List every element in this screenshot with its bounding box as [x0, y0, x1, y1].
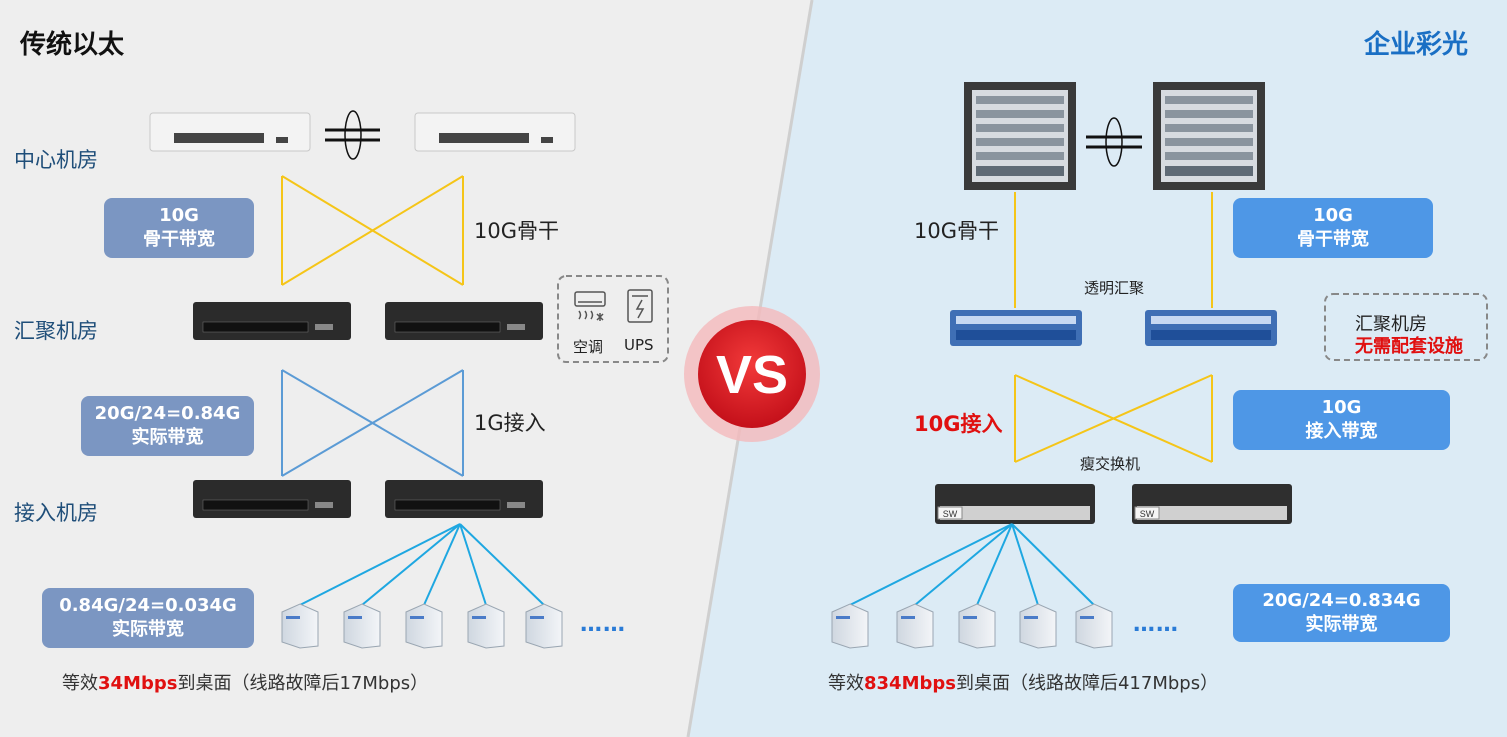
right-thin-switch-2: [1132, 484, 1292, 524]
left-room-access: 接入机房: [14, 501, 98, 525]
right-server-2: [896, 603, 934, 649]
right-footer-suffix: 到桌面（线路故障后417Mbps）: [955, 673, 1219, 694]
right-backbone-badge-line2: 骨干带宽: [1297, 229, 1369, 250]
left-server-4: [467, 603, 505, 649]
left-aggregation-switch-1: [193, 302, 351, 340]
left-ellipsis: ……: [580, 612, 626, 637]
left-backbone-badge-line1: 10G: [159, 205, 199, 226]
left-panel-background: [0, 0, 812, 737]
right-footer-highlight: 834Mbps: [864, 673, 956, 694]
right-core-chassis-2: [1153, 82, 1265, 190]
right-panel-background: [688, 0, 1507, 737]
right-desktop-badge-line2: 实际带宽: [1305, 614, 1378, 635]
left-server-5: [525, 603, 563, 649]
right-server-1: [831, 603, 869, 649]
left-desktop-badge-line1: 0.84G/24=0.034G: [59, 595, 237, 616]
left-room-aggregation: 汇聚机房: [14, 319, 98, 343]
right-access-badge-line1: 10G: [1321, 397, 1362, 418]
right-backbone-badge-line1: 10G: [1313, 205, 1353, 226]
right-ellipsis: ……: [1133, 612, 1179, 637]
right-backbone-label: 10G骨干: [914, 219, 999, 243]
left-desktop-badge: 0.84G/24=0.034G 实际带宽: [42, 588, 254, 648]
right-access-badge-line2: 接入带宽: [1305, 421, 1378, 442]
air-conditioner-icon: [574, 291, 606, 321]
left-access-switch-1: [193, 480, 351, 518]
right-title: 企业彩光: [1364, 30, 1469, 60]
left-core-switch-2: [414, 112, 576, 152]
left-access-switch-2: [385, 480, 543, 518]
left-server-2: [343, 603, 381, 649]
right-switch-tag-1: SW: [943, 509, 958, 519]
right-access-lines: [1014, 374, 1213, 463]
left-stack-link-icon: [325, 110, 380, 160]
right-stack-link-icon: [1086, 117, 1142, 167]
right-access-label: 10G接入: [914, 412, 1003, 436]
left-title: 传统以太: [20, 30, 125, 60]
ups-icon: [627, 289, 653, 323]
right-access-badge: 10G 接入带宽: [1233, 390, 1450, 450]
vs-circle: [698, 320, 806, 428]
right-thin-switch-label: 瘦交换机: [1080, 455, 1141, 473]
left-core-switch-1: [149, 112, 311, 152]
left-backbone-badge: 10G 骨干带宽: [104, 198, 254, 258]
right-footer-prefix: 等效: [828, 673, 864, 694]
right-backbone-badge: 10G 骨干带宽: [1233, 198, 1433, 258]
right-drop-lines: [849, 523, 1095, 606]
left-drop-lines: [299, 523, 545, 606]
right-thin-switch-1: [935, 484, 1095, 524]
right-backbone-lines: [1014, 192, 1213, 308]
left-backbone-badge-line2: 骨干带宽: [143, 229, 215, 250]
left-server-3: [405, 603, 443, 649]
left-access-lines: [281, 369, 464, 477]
right-transparent-label: 透明汇聚: [1084, 279, 1145, 297]
left-backbone-lines: [281, 175, 464, 286]
right-footer: 等效834Mbps到桌面（线路故障后417Mbps）: [828, 669, 1218, 695]
left-room-center: 中心机房: [14, 148, 98, 172]
left-server-1: [281, 603, 319, 649]
left-aggregation-switch-2: [385, 302, 543, 340]
right-transparent-aggregation-1: [950, 310, 1082, 346]
right-core-chassis-1: [964, 82, 1076, 190]
left-actual-badge-line1: 20G/24=0.84G: [94, 403, 241, 424]
left-footer-highlight: 34Mbps: [98, 673, 178, 694]
left-footer-suffix: 到桌面（线路故障后17Mbps）: [177, 673, 429, 694]
right-desktop-badge-line1: 20G/24=0.834G: [1262, 590, 1421, 611]
left-actual-badge: 20G/24=0.84G 实际带宽: [81, 396, 254, 456]
left-desktop-badge-line2: 实际带宽: [112, 619, 184, 640]
left-access-label: 1G接入: [474, 411, 546, 435]
facility-ac-label: 空调: [573, 338, 604, 356]
vs-label: VS: [716, 345, 788, 405]
right-server-4: [1019, 603, 1057, 649]
right-server-3: [958, 603, 996, 649]
left-footer: 等效34Mbps到桌面（线路故障后17Mbps）: [62, 669, 428, 695]
right-desktop-badge: 20G/24=0.834G 实际带宽: [1233, 584, 1450, 642]
right-transparent-aggregation-2: [1145, 310, 1277, 346]
right-server-5: [1075, 603, 1113, 649]
right-note-line1: 汇聚机房: [1355, 314, 1427, 335]
left-actual-badge-line2: 实际带宽: [131, 427, 204, 448]
facilities-box: [557, 275, 669, 363]
facility-ups-label: UPS: [624, 336, 654, 354]
right-switch-tag-2: SW: [1140, 509, 1155, 519]
right-note-line2: 无需配套设施: [1355, 336, 1463, 357]
right-note-box: [1324, 293, 1488, 361]
left-footer-prefix: 等效: [62, 673, 98, 694]
left-backbone-label: 10G骨干: [474, 219, 559, 243]
